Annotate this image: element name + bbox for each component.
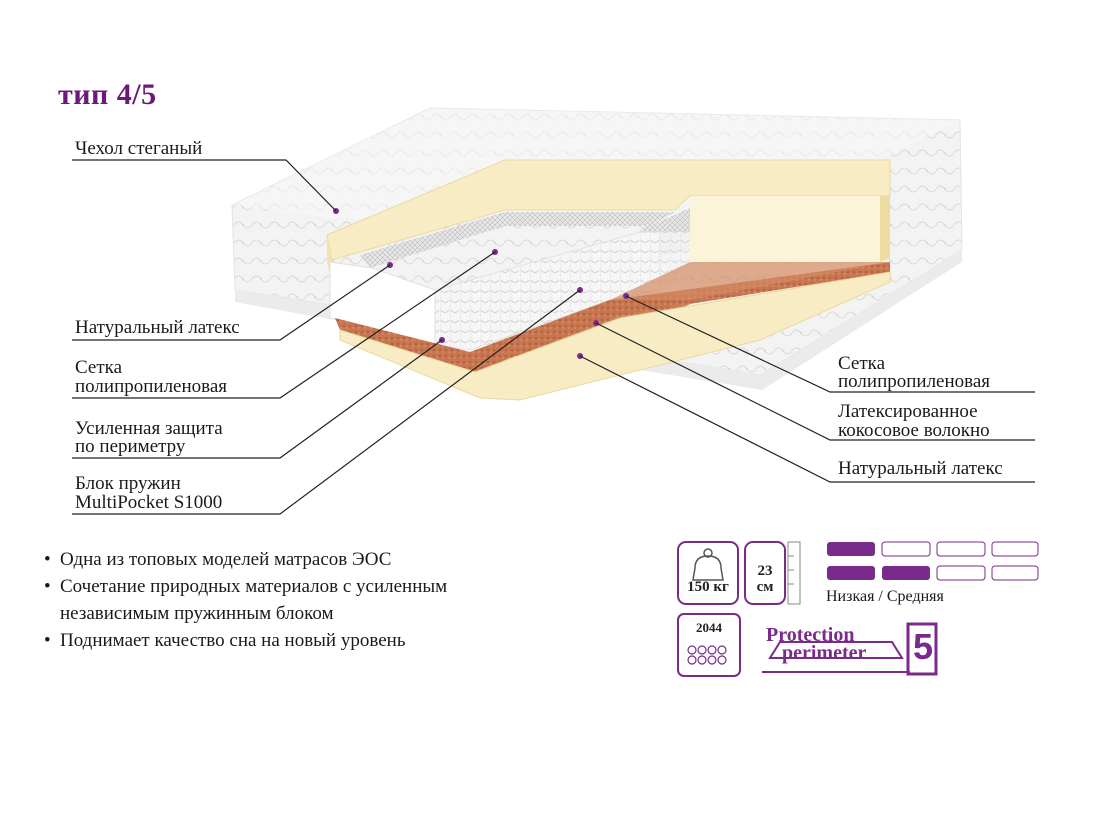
page-title: тип 4/5 [58, 78, 157, 111]
mesh-top [360, 212, 675, 268]
height-value: 23 [757, 563, 773, 579]
label-mesh-right-2: полипропиленовая [838, 371, 991, 392]
label-coco-1: Латексированное [838, 401, 978, 422]
protection-perimeter-icon [762, 641, 910, 673]
springs-icon [677, 613, 741, 677]
zones-5-icon [906, 622, 938, 676]
spec-icons [677, 541, 1039, 677]
firmness-scale [827, 541, 1039, 581]
label-perimeter-1: Усиленная защита [75, 418, 223, 439]
label-cover: Чехол стеганый [75, 138, 203, 159]
load-value: 150 кг [687, 579, 729, 595]
latex-top-layer [326, 159, 891, 285]
feature-item: Сочетание природных материалов с усиленн… [44, 573, 447, 600]
label-latex-right: Натуральный латекс [838, 458, 1003, 479]
leader-lines [72, 159, 1035, 515]
label-coco-2: кокосовое волокно [838, 420, 990, 441]
protection-line2: perimeter [782, 642, 867, 664]
latex-bottom-layer [339, 271, 891, 401]
label-latex-left: Натуральный латекс [75, 317, 240, 338]
springs-count: 2044 [696, 620, 722, 635]
height-unit: см [756, 579, 774, 595]
label-spring-2: MultiPocket S1000 [75, 492, 223, 513]
feature-item: Одна из топовых моделей матрасов ЭОС [44, 546, 447, 573]
label-mesh-right-1: Сетка [838, 353, 886, 374]
label-perimeter-2: по периметру [75, 436, 186, 457]
feature-list: Одна из топовых моделей матрасов ЭОС Соч… [44, 546, 447, 654]
label-mesh-left-2: полипропиленовая [75, 376, 228, 397]
weight-icon [677, 541, 739, 605]
zones-value: 5 [913, 626, 934, 667]
feature-item: Поднимает качество сна на новый уровень [44, 627, 447, 654]
protection-line1: Protection [766, 624, 855, 646]
firmness-label: Низкая / Средняя [826, 588, 944, 605]
label-spring-1: Блок пружин [75, 473, 181, 494]
label-mesh-left-1: Сетка [75, 357, 123, 378]
height-ruler-icon [744, 541, 801, 605]
feature-item-continuation: независимым пружинным блоком [60, 603, 334, 624]
